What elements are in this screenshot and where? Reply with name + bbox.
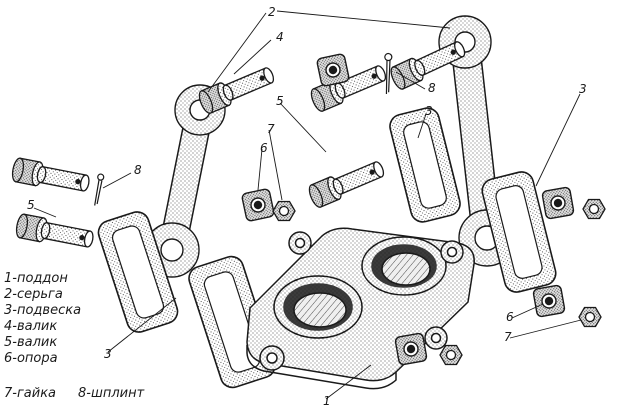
parts-legend: 1-поддон 2-серьга 3-подвеска 4-валик 5-в… [4, 271, 145, 401]
legend-item-8: 8-шплинт [78, 386, 145, 401]
callout-6-center: 6 [260, 141, 268, 155]
callout-5-center: 5 [276, 94, 284, 108]
callout-3-right: 3 [579, 82, 587, 96]
callout-5-left: 5 [27, 198, 35, 212]
pin-roller-left-lower [15, 213, 94, 248]
callout-8-top: 8 [428, 81, 436, 95]
callout-numbers: 2 4 5 7 6 8 3 3 8 5 3 6 7 1 [27, 5, 587, 408]
pin-roller-top-middle [310, 65, 387, 112]
support-block-center [241, 188, 275, 222]
legend-item-1: 1-поддон [4, 271, 68, 286]
support-block-right-low [532, 284, 566, 318]
callout-1: 1 [323, 394, 331, 408]
legend-item-3: 3-подвеска [4, 303, 81, 318]
frame-suspension-right-top [389, 107, 461, 223]
pin-roller-left-upper [11, 157, 90, 192]
legend-item-5: 5-валик [4, 335, 57, 350]
nut-bottom [439, 344, 463, 366]
legend-item-2: 2-серьга [4, 287, 63, 302]
callout-7-center: 7 [267, 122, 275, 136]
support-block-right-mid [541, 186, 575, 220]
legend-item-6: 6-опора [4, 351, 58, 366]
pin-roller-center [308, 161, 385, 208]
cotter-pin-top [384, 52, 393, 95]
callout-2-top: 2 [268, 5, 276, 19]
callout-3-bottom: 3 [104, 347, 112, 361]
nut-right-low [578, 306, 602, 328]
pin-roller-top-right [390, 41, 466, 90]
frame-suspension-left [97, 211, 179, 333]
callout-6-right: 6 [506, 310, 514, 324]
legend-item-7: 7-гайка [4, 386, 56, 401]
shackle-left [144, 84, 226, 278]
callout-8-left: 8 [134, 163, 142, 177]
nut-right-mid [582, 198, 606, 220]
support-block-top [316, 53, 350, 87]
frame-suspension-right [481, 171, 557, 293]
callout-7-right: 7 [504, 330, 512, 344]
base-tray [246, 227, 475, 390]
pin-roller-top-left [198, 67, 275, 114]
shackle-right [438, 15, 516, 267]
cotter-pin-left [94, 173, 105, 206]
callout-4: 4 [276, 30, 284, 44]
support-block-bottom [394, 332, 428, 366]
callout-3-top-right: 3 [425, 104, 433, 118]
legend-item-4: 4-валик [4, 319, 57, 334]
leader-lines [33, 10, 582, 400]
nut-center [272, 200, 296, 222]
